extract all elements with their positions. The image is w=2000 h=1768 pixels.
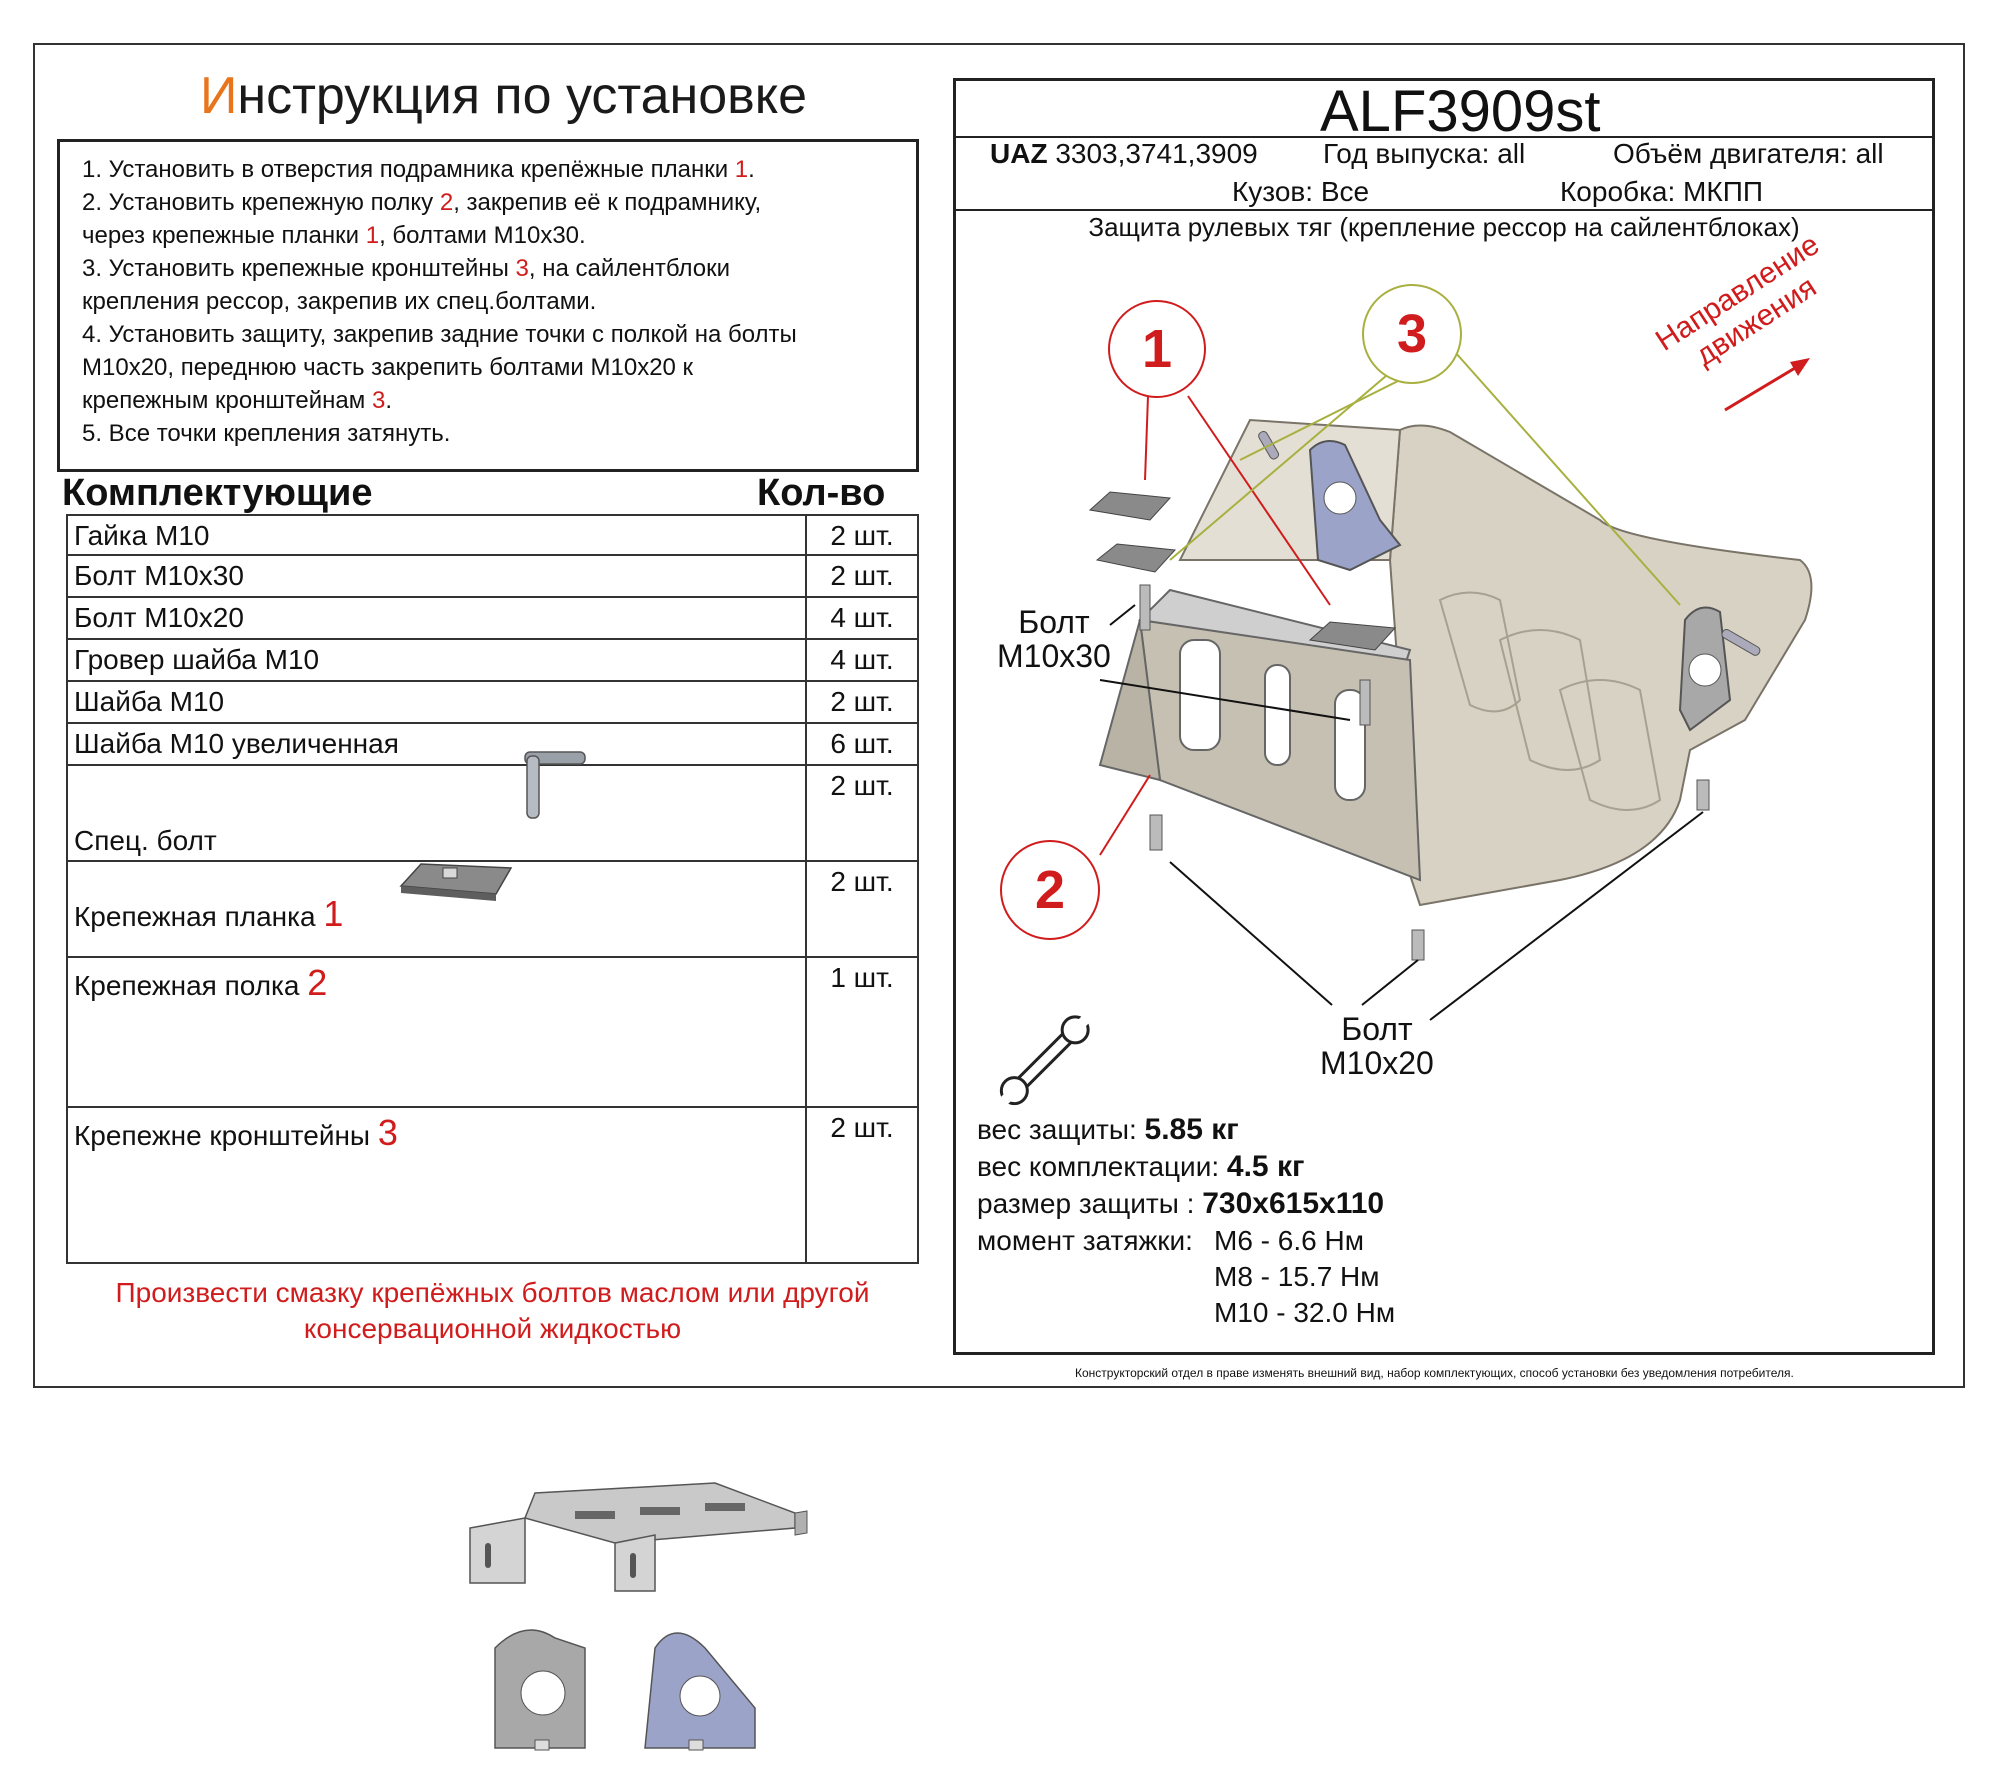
vehicle-models: UAZ 3303,3741,3909	[990, 138, 1258, 169]
part-qty: 1 шт.	[805, 956, 919, 1108]
quantity-header: Кол-во	[757, 472, 886, 514]
part-qty: 4 шт.	[805, 638, 919, 682]
divider	[955, 136, 1933, 138]
torque-m8: М8 - 15.7 Нм	[1214, 1261, 1380, 1292]
weight-line: вес защиты: 5.85 кг	[977, 1113, 1239, 1146]
mounting-plate-icon	[399, 863, 513, 901]
year: Год выпуска: all	[1323, 138, 1526, 169]
table-row: Гайка М10 2 шт.	[66, 514, 919, 556]
bolt-m10x30-label: Болт М10х30	[997, 604, 1111, 674]
table-row: Гровер шайба М10 4 шт.	[66, 638, 919, 682]
step-line: через крепежные планки 1, болтами М10х30…	[82, 222, 586, 249]
part-name: Спец. болт	[74, 825, 217, 856]
bolts	[1139, 584, 1710, 961]
wrench-icon	[999, 1013, 1092, 1106]
part-qty: 2 шт.	[805, 860, 919, 958]
part-name: Гровер шайба М10	[66, 638, 807, 682]
part-number: 3	[377, 1112, 398, 1153]
part-qty: 2 шт.	[805, 514, 919, 556]
part-name: Болт М10х30	[66, 554, 807, 598]
mounting-plates	[1088, 491, 1397, 651]
torque-m10: М10 - 32.0 Нм	[1214, 1297, 1396, 1328]
lubrication-note: Произвести смазку крепёжных болтов масло…	[115, 1277, 870, 1344]
table-row: Шайба М10 2 шт.	[66, 680, 919, 724]
instruction-steps: 1. Установить в отверстия подрамника кре…	[57, 139, 919, 472]
step-line: 1. Установить в отверстия подрамника кре…	[82, 156, 755, 183]
table-row: Спец. болт 2 шт.	[66, 751, 919, 862]
gearbox: Коробка: МКПП	[1560, 176, 1763, 207]
sheet-frame	[33, 43, 1965, 1388]
part-qty: 2 шт.	[805, 764, 919, 862]
part-cell: Крепежная планка 1	[66, 860, 807, 958]
mounting-shelf-icon	[469, 1482, 808, 1592]
bracket-pair-icon	[494, 1629, 756, 1751]
page-title: Инструкция по установке	[200, 67, 808, 125]
table-row: Крепежне кронштейны 3 2 шт.	[66, 1106, 919, 1751]
table-row: Болт М10х30 2 шт.	[66, 554, 919, 598]
part-qty: 2 шт.	[805, 1106, 919, 1264]
part-name: Шайба М10	[66, 680, 807, 724]
components-table: Гайка М10 2 шт. Болт М10х30 2 шт. Болт М…	[66, 514, 919, 1751]
components-header: Комплектующие	[62, 472, 373, 514]
direction-arrow	[1724, 360, 1806, 412]
divider	[955, 209, 1933, 211]
part-name: Болт М10х20	[66, 596, 807, 640]
step-line: 5. Все точки крепления затянуть.	[82, 420, 451, 447]
product-description: Защита рулевых тяг (крепление рессор на …	[1088, 212, 1800, 242]
part-name: Крепежне кронштейны	[74, 1120, 378, 1151]
part-cell: Спец. болт	[66, 751, 807, 862]
part-qty: 6 шт.	[805, 722, 919, 766]
table-row: Крепежная планка 1 2 шт.	[66, 860, 919, 958]
assembly-drawing	[999, 351, 1813, 1106]
part-name: Шайба М10 увеличенная	[66, 722, 807, 766]
kit-weight-line: вес комплектации: 4.5 кг	[977, 1150, 1305, 1183]
brackets	[1258, 430, 1761, 732]
callout-3: 3	[1362, 284, 1462, 384]
torque-label: момент затяжки:	[977, 1225, 1193, 1256]
part-name: Крепежная полка	[74, 970, 308, 1001]
part-name: Гайка М10	[66, 514, 807, 556]
product-code: ALF3909st	[1320, 79, 1601, 144]
callout-2: 2	[1000, 840, 1100, 940]
footer-disclaimer: Конструкторский отдел в праве изменять в…	[1075, 1366, 1794, 1380]
part-qty: 4 шт.	[805, 596, 919, 640]
callout-1: 1	[1108, 300, 1206, 398]
body-type: Кузов: Все	[1232, 176, 1370, 207]
size-line: размер защиты : 730x615x110	[977, 1187, 1385, 1220]
part-number: 1	[323, 893, 344, 934]
arrowhead-icon	[1790, 358, 1810, 376]
spec-panel	[953, 78, 1935, 1355]
part-name: Крепежная планка	[74, 901, 324, 932]
table-row: Болт М10х20 4 шт.	[66, 596, 919, 640]
part-qty: 2 шт.	[805, 680, 919, 724]
step-line: 2. Установить крепежную полку 2, закрепи…	[82, 189, 762, 216]
part-number: 2	[307, 962, 328, 1003]
step-line: 4. Установить защиту, закрепив задние то…	[82, 321, 797, 348]
special-bolt-icon	[523, 751, 586, 819]
step-line: крепежным кронштейнам 3.	[82, 387, 392, 414]
step-line: крепления рессор, закрепив их спец.болта…	[82, 288, 597, 315]
torque-m6: М6 - 6.6 Нм	[1214, 1225, 1364, 1256]
step-line: М10х20, переднюю часть закрепить болтами…	[82, 354, 694, 381]
table-row: Шайба М10 увеличенная 6 шт.	[66, 722, 919, 766]
step-line: 3. Установить крепежные кронштейны 3, на…	[82, 255, 731, 282]
bolt-m10x20-label: Болт М10х20	[1320, 1011, 1434, 1081]
engine-volume: Объём двигателя: all	[1613, 138, 1884, 169]
part-qty: 2 шт.	[805, 554, 919, 598]
